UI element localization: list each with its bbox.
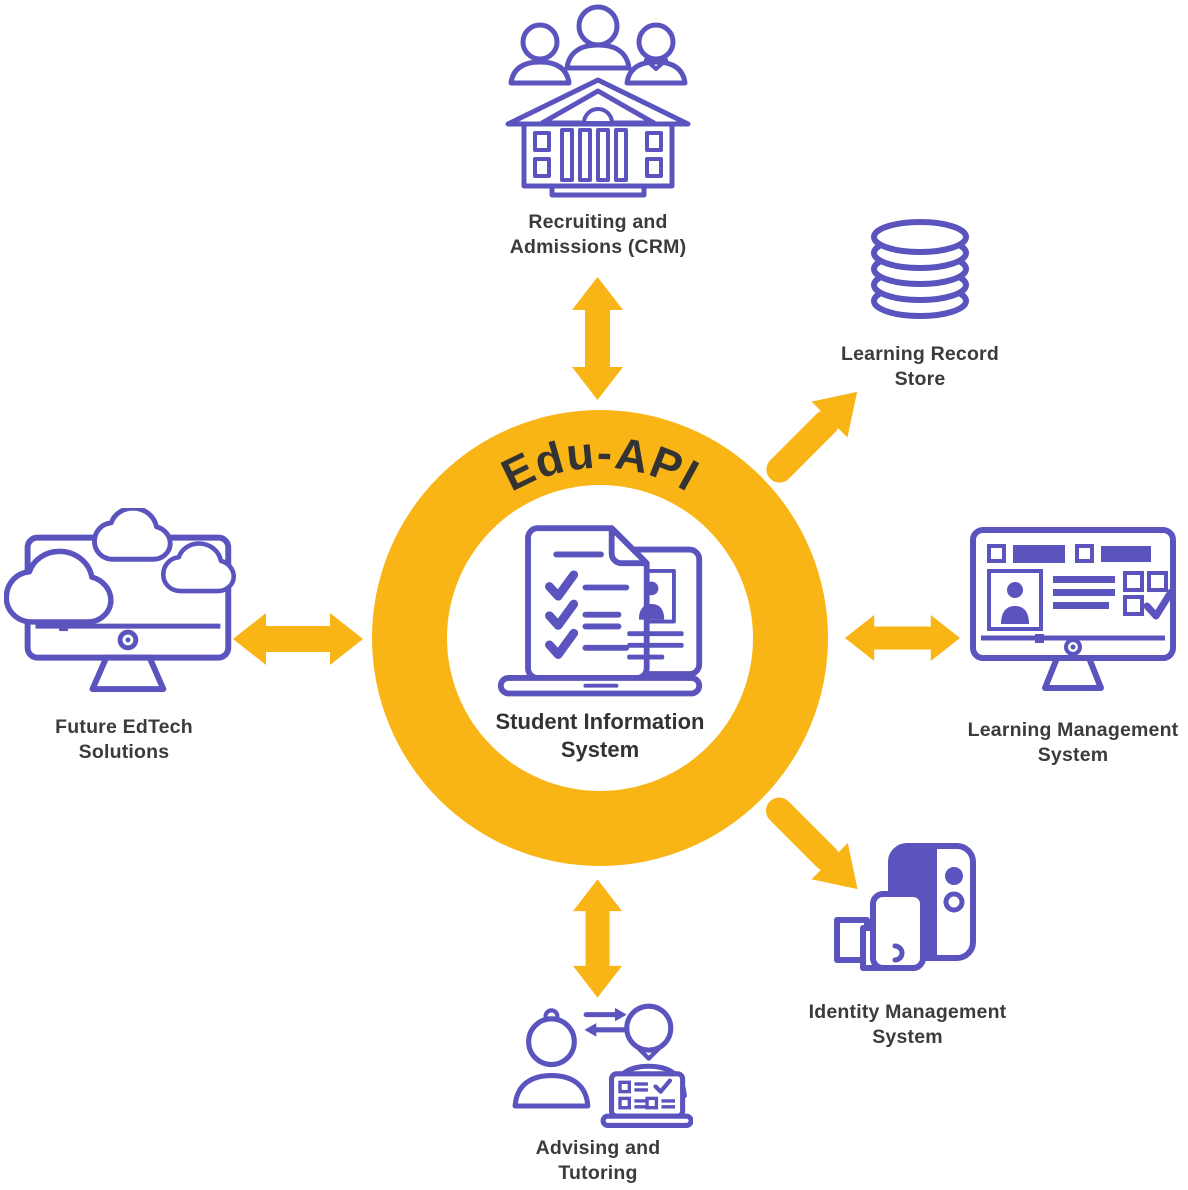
node-label-learning-management-system: Learning Management System (967, 719, 1179, 767)
edu-api-arc-title: Edu-API (493, 427, 708, 502)
cloud-desktop-icon (4, 508, 244, 693)
database-icon (871, 219, 969, 319)
node-recruiting-admissions: Recruiting and Admissions (CRM) (438, 2, 758, 261)
node-learning-record-store: Learning Record Store (810, 216, 1030, 393)
people-school-building-icon (505, 4, 691, 198)
connector-right-double-arrow (845, 615, 960, 661)
svg-text:Edu-API: Edu-API (493, 427, 708, 502)
node-future-edtech: Future EdTech Solutions (2, 508, 246, 766)
hub-circle: Edu-API Student Information System (372, 410, 828, 866)
connector-top-double-arrow (572, 277, 623, 400)
node-learning-management-system: Learning Management System (958, 526, 1188, 769)
node-label-future-edtech: Future EdTech Solutions (55, 716, 193, 764)
advisor-student-laptop-icon (512, 1003, 693, 1128)
connector-bottom-double-arrow (573, 879, 622, 998)
edu-api-title: Edu-API (493, 427, 706, 502)
lms-desktop-icon (970, 527, 1176, 691)
node-advising-tutoring: Advising and Tutoring (468, 996, 728, 1187)
connector-down-right-arrow (765, 797, 858, 890)
node-label-identity-management-system: Identity Management System (808, 1001, 1007, 1049)
node-label-recruiting-admissions: Recruiting and Admissions (CRM) (509, 211, 687, 259)
hub-label: Student Information System (495, 709, 705, 762)
connector-up-right-arrow (766, 391, 858, 483)
connector-left-double-arrow (233, 613, 363, 665)
identity-card-reader-icon (833, 843, 976, 971)
node-identity-management-system: Identity Management System (785, 842, 1030, 1051)
laptop-checklist-profile-icon (497, 525, 703, 697)
node-label-learning-record-store: Learning Record Store (841, 343, 999, 391)
node-label-advising-tutoring: Advising and Tutoring (535, 1137, 661, 1185)
